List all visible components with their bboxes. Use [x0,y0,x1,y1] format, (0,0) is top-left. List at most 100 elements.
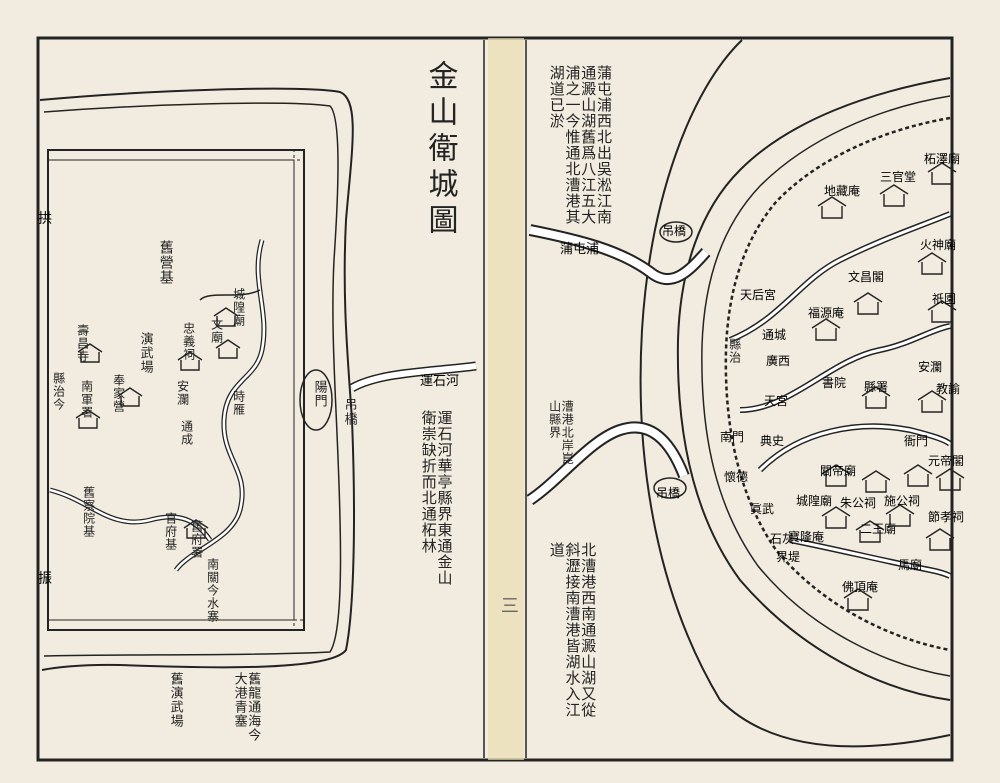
label-shiyan: 時雁 [231,390,246,416]
label-yang-gate: 陽門 [311,380,327,408]
label-city-god-temple-left: 城隍廟 [231,288,246,327]
label-zhu-shrine: 朱公祠 [840,496,877,510]
label-academy: 書院 [822,376,847,390]
label-foding-nunnery: 佛頂庵 [842,580,879,594]
right-building-4 [853,292,883,315]
label-zhenwu: 眞武 [750,502,775,516]
right-building-0 [817,196,847,219]
right-river-outer [639,39,951,748]
label-dianshi: 典史 [760,434,785,448]
right-building-11 [903,464,933,487]
right-building-15 [885,504,915,527]
right-tributary-north-water [529,226,709,283]
left-east-gate [299,369,333,431]
right-inner-stream-b-water [739,324,951,412]
label-north-drawbridge: 吊橋 [662,224,687,238]
label-caogang-bank: 漕港北岸崑山縣界 [547,400,575,465]
label-dizang-nunnery: 地藏庵 [824,184,861,198]
right-building-1 [879,184,909,207]
label-zheze-temple: 柘澤廟 [924,152,961,166]
label-baolong-nunnery: 寶隆庵 [788,530,825,544]
right-building-5 [811,318,841,341]
left-canal-water [350,363,477,391]
label-shouchang-temple: 壽昌寺 [75,324,90,363]
label-city-god-temple-right: 城隍廟 [796,494,833,508]
left-building-3 [177,351,203,371]
label-tiangong: 天宮 [764,394,789,408]
right-building-9 [821,464,851,487]
label-anlan-left: 安瀾 [175,380,190,406]
right-inner-stream-d-water [789,538,951,578]
left-moat-outer [39,87,355,671]
right-north-bridge [659,221,693,243]
left-building-2 [75,409,101,429]
right-building-2 [927,162,957,185]
label-county-office: 縣治 [727,338,742,364]
right-city-wall [724,116,951,652]
right-south-bridge [653,477,687,499]
note-putun: 蒲屯浦西北出吳淞江南通澱山湖舊爲八江五大浦之一今惟通北漕港其湖道已淤 [547,65,613,225]
label-guandi-temple: 關帝廟 [820,464,857,478]
label-horse-temple: 馬廟 [898,558,923,572]
label-south-gate-water-fort: 南關今水寨 [205,558,220,623]
map-title: 金山衛城圖 [422,60,458,240]
label-old-camp: 舊營基 [157,240,174,285]
right-building-8 [917,390,947,413]
label-tongcheng-right: 通城 [762,328,787,342]
label-anlan-right: 安瀾 [918,360,943,374]
page-mark: 三 [497,596,519,615]
label-south-drawbridge: 吊橋 [656,486,681,500]
label-tongcheng-left: 通成 [179,420,194,446]
label-jiexiao-shrine: 節孝祠 [928,510,965,524]
label-fengjia: 奉家營 [111,374,126,413]
right-inner-stream-c-water [758,424,952,472]
right-tributary-south-water [527,423,688,504]
label-qiyuan: 祇園 [932,292,957,306]
right-building-16 [925,528,955,551]
left-building-6 [183,519,209,539]
label-yamen: 衙門 [904,434,929,448]
right-building-7 [861,386,891,409]
left-stream-a-water [174,239,266,571]
label-yunshi-river: 運石河 [420,374,460,389]
left-building-4 [215,339,241,359]
label-drawbridge-left: 吊橋 [341,398,357,426]
label-south-gate: 南門 [720,430,745,444]
left-moat-inner [43,102,342,657]
label-jiaoyu: 教諭 [936,382,961,396]
right-building-6 [927,300,957,323]
left-stream-b-water [49,488,212,541]
label-county-seat: 縣治今 [51,372,66,411]
right-building-10 [861,470,891,493]
note-old-longtong: 舊龍通海今大港青塞 [231,672,261,742]
label-south-office: 南軍署 [79,380,94,419]
label-drill-ground: 演武場 [137,332,153,374]
right-building-14 [855,520,885,543]
label-official-base: 官府基 [163,512,178,551]
note-old-drill-ground: 舊演武場 [167,672,183,728]
note-yunshihe: 運石河華亭縣界東通金山衛崇缺折而北通柘林 [419,410,454,586]
right-building-17 [843,588,873,611]
label-old-inspectorate: 舊察院基 [81,486,96,538]
left-stream-b [49,487,213,542]
label-jieti: 界堤 [776,550,801,564]
label-zhen: 振 [38,571,52,587]
left-wall-crenels-bottom [47,619,305,631]
label-sanguan-hall: 三官堂 [880,170,917,184]
label-guangxi: 廣西 [766,354,791,368]
left-wall-crenels-top [47,149,305,161]
note-caogang: 北漕港西南通澱山湖又從斜瀝接南漕港皆湖水入江道 [547,542,598,718]
right-building-12 [935,468,965,491]
label-yuandi-pavilion: 元帝閣 [928,454,965,468]
label-tianhou-palace: 天后宮 [740,288,777,302]
label-erwang-temple: 二王廟 [860,522,897,536]
label-shihui: 石灰 [770,532,795,546]
left-building-5 [213,307,239,327]
right-moat-outer [676,77,951,701]
label-old-prefecture: 舊府署 [189,520,204,559]
right-moat-inner [701,95,951,677]
label-gong: 拱 [38,211,52,227]
label-fire-god-temple: 火神廟 [920,238,957,252]
